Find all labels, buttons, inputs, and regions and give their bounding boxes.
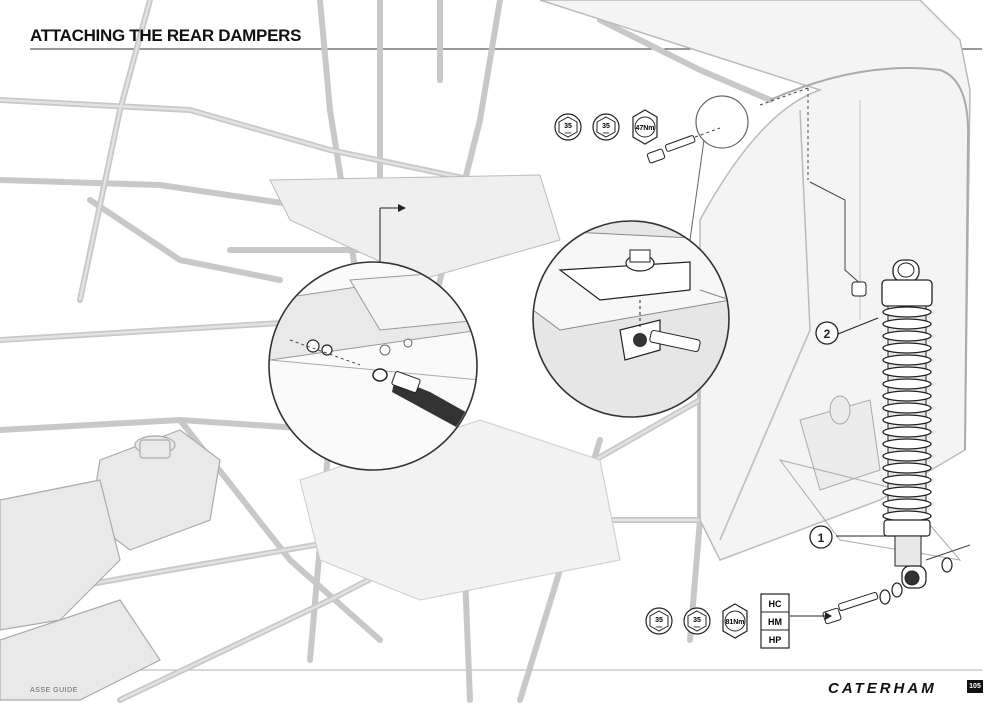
spring-coil: [882, 330, 932, 342]
bottom-tool-torque: 81Nm: [722, 603, 748, 639]
spring-coil: [882, 498, 932, 510]
brand-logo: CATERHAM: [828, 680, 937, 697]
spanner-unit: mm: [603, 130, 610, 135]
socket-size: 35: [655, 617, 663, 624]
damper: [881, 259, 933, 589]
spring-coil: [882, 366, 932, 378]
socket-size: 35: [564, 123, 572, 130]
spanner-unit: mm: [694, 624, 701, 629]
footer-guide-label: ASSE GUIDE: [30, 687, 78, 694]
spring-coil: [882, 390, 932, 402]
lower-mount-detail: [268, 261, 478, 471]
callout-1: 1: [809, 525, 833, 549]
bottom-tool-spanner: 35 mm: [683, 607, 711, 635]
spring-coil: [882, 426, 932, 438]
top-bolt: [646, 127, 721, 164]
socket-unit: mm: [656, 624, 663, 629]
socket-unit: mm: [565, 130, 572, 135]
top-mount-detail: [695, 95, 749, 149]
spring-coil: [882, 438, 932, 450]
bottom-tool-socket: 35 mm: [645, 607, 673, 635]
page-number: 105: [967, 680, 983, 693]
callout-2-number: 2: [824, 327, 831, 341]
spanner-size: 35: [602, 123, 610, 130]
variant-box: HC HM HP: [760, 593, 790, 649]
spring-coil: [882, 414, 932, 426]
upper-mount-detail: [532, 220, 730, 418]
spring-coil: [882, 474, 932, 486]
top-tool-socket: 35 mm: [554, 113, 582, 141]
variant-hp: HP: [769, 635, 782, 645]
washer: [941, 557, 953, 573]
spanner-size: 35: [693, 617, 701, 624]
variant-hc: HC: [769, 599, 782, 609]
top-tool-torque: 47Nm: [632, 109, 658, 145]
spring-coil: [882, 354, 932, 366]
page-title: ATTACHING THE REAR DAMPERS: [30, 26, 302, 45]
spring-coil: [882, 378, 932, 390]
callout-2: 2: [815, 321, 839, 345]
callout-1-number: 1: [818, 531, 825, 545]
torque-value: 81Nm: [725, 619, 744, 626]
floor-panel: [269, 174, 561, 281]
spring-coil: [882, 486, 932, 498]
spring-coil: [882, 450, 932, 462]
spring-coil: [882, 306, 932, 318]
lower-bolt: [822, 591, 879, 625]
spring-coil: [882, 402, 932, 414]
top-tool-spanner: 35 mm: [592, 113, 620, 141]
spring-coil: [882, 462, 932, 474]
variant-hm: HM: [768, 617, 782, 627]
washer: [891, 582, 903, 598]
torque-value: 47Nm: [635, 125, 654, 132]
spring-coil: [882, 342, 932, 354]
washer: [879, 589, 891, 605]
gearbox: [0, 429, 221, 701]
spring-coil: [882, 318, 932, 330]
